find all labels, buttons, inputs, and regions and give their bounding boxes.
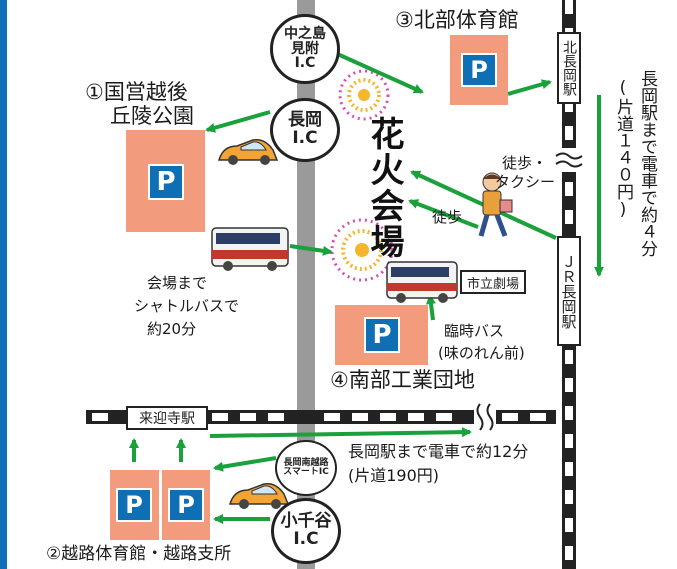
parking-name-2: ②越路体育館・越路支所: [46, 544, 232, 564]
parking-lot-4: P: [335, 305, 428, 365]
frame-bar: [0, 0, 7, 569]
firework-upper: [338, 69, 390, 121]
parking-sign: P: [168, 488, 204, 522]
car-icon: [218, 138, 279, 165]
parking-name-1-line1: ①国営越後: [85, 80, 188, 104]
parking-name-4: ④南部工業団地: [330, 368, 475, 392]
parking-sign: P: [116, 488, 152, 522]
interchange-nagaoka-minami-koshiji-smart: 長岡南越路スマートIC: [275, 440, 337, 496]
parking-sign: P: [461, 53, 497, 87]
parking-lot-1: P: [126, 130, 205, 232]
parking-lot-3: P: [450, 35, 508, 105]
note-shuttle-2: シャトルバスで: [134, 297, 240, 315]
note-temp-bus-2: (味のれん前): [438, 344, 525, 362]
note-walk-taxi-1: 徒歩・: [502, 154, 548, 172]
parking-name-3: ③北部体育館: [395, 8, 519, 32]
bus-icon: [211, 227, 289, 271]
city-theater: 市立劇場: [460, 270, 526, 294]
venue-label: 花火会場: [364, 116, 404, 260]
note-shuttle-1: 会場まで: [147, 274, 208, 292]
note-shuttle-3: 約20分: [147, 320, 197, 338]
note-walk: 徒歩: [432, 208, 463, 226]
note-train-raikoji-2: (片道190円): [348, 466, 440, 485]
note-walk-taxi-2: タクシー: [495, 173, 556, 191]
firework-lower: [330, 218, 394, 282]
station-raikoji: 来迎寺駅: [126, 406, 208, 430]
parking-lot-2a: P: [110, 470, 159, 540]
parking-name-1-line2: 丘陵公園: [110, 104, 194, 128]
parking-lot-2b: P: [162, 470, 210, 540]
note-train-kita-col1: 長岡駅まで電車で約４分: [637, 70, 657, 257]
bus-icon: [386, 261, 458, 303]
station-jr-nagaoka: ＪＲ長岡駅: [557, 236, 581, 346]
note-temp-bus-1: 臨時バス: [444, 322, 505, 340]
parking-sign: P: [364, 317, 400, 353]
car-icon: [229, 482, 290, 509]
note-train-kita-col2: (片道１４０円): [613, 78, 633, 220]
note-train-raikoji-1: 長岡駅まで電車で約12分: [348, 442, 529, 461]
pedestrian-icon: [478, 172, 513, 237]
station-kita-nagaoka: 北長岡駅: [557, 32, 581, 104]
parking-sign: P: [148, 164, 184, 200]
